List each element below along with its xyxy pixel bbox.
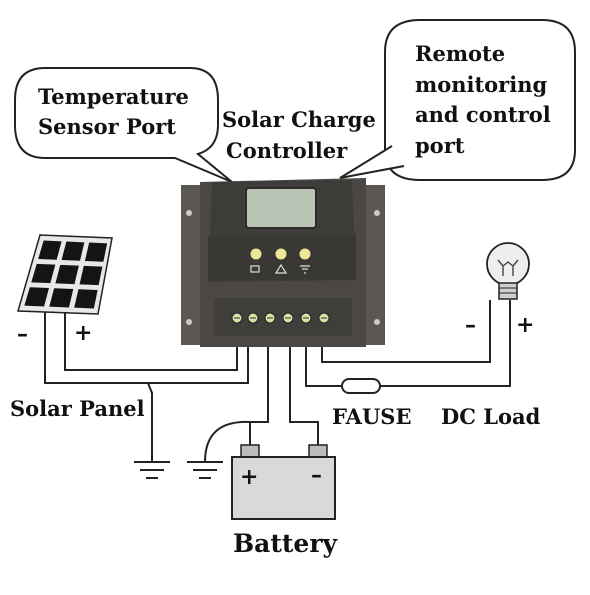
- controller-button-middle: [275, 248, 287, 260]
- solar-minus-sign: –: [17, 321, 28, 347]
- remote-callout-pointer: [339, 145, 405, 179]
- load-wire-negative: [321, 300, 491, 363]
- battery-label: Battery: [233, 529, 339, 558]
- fuse-label: FAUSE: [332, 404, 411, 429]
- solar-panel-label: Solar Panel: [10, 396, 145, 421]
- remote-callout-bubble: [384, 19, 576, 181]
- temperature-callout: Temperature Sensor Port: [14, 67, 233, 183]
- solar-cell: [55, 264, 79, 285]
- battery-icon: + –: [231, 444, 336, 520]
- fuse-icon: [341, 378, 381, 394]
- controller-flange-left: [181, 185, 203, 345]
- controller-icon: [181, 178, 385, 347]
- load-plus-sign: +: [516, 312, 534, 338]
- battery-plus-sign: +: [240, 464, 258, 490]
- battery-terminal-positive: [240, 444, 260, 458]
- load-wire-positive: [305, 300, 511, 387]
- solar-cell: [49, 288, 74, 308]
- wiring: [44, 300, 511, 463]
- solar-cell: [79, 265, 103, 286]
- load-minus-sign: –: [465, 312, 476, 338]
- controller-title-line-1: Solar Charge: [222, 107, 376, 132]
- controller-glyph-square-icon: [250, 265, 260, 273]
- battery-body: [231, 456, 336, 520]
- solar-cell: [24, 287, 50, 307]
- remote-callout-line-2: monitoring: [415, 72, 547, 97]
- battery-wire-negative: [289, 345, 319, 445]
- ground-icon: [187, 461, 223, 479]
- controller-terminals: [231, 312, 330, 324]
- solar-wire-positive: [64, 312, 238, 371]
- bulb-filament: [497, 259, 519, 276]
- remote-callout-line-3: and control: [415, 102, 551, 127]
- temperature-callout-line-2: Sensor Port: [38, 114, 176, 139]
- solar-cell: [61, 241, 85, 261]
- solar-panel-icon: [17, 234, 113, 315]
- solar-cell: [38, 240, 62, 260]
- controller-flange-right: [363, 185, 385, 345]
- solar-ground-wire: [147, 382, 153, 462]
- bulb-base: [498, 282, 518, 300]
- battery-minus-sign: –: [311, 462, 322, 488]
- solar-cell: [74, 289, 98, 309]
- controller-button-right: [299, 248, 311, 260]
- remote-callout-line-1: Remote: [415, 41, 505, 66]
- dc-load-label: DC Load: [441, 404, 541, 429]
- temperature-callout-line-1: Temperature: [38, 84, 189, 109]
- controller-glyph-triangle-icon: [274, 263, 288, 274]
- ground-icon: [134, 461, 170, 479]
- remote-callout-line-4: port: [415, 133, 465, 158]
- controller-glyph-signal-icon: [300, 265, 310, 274]
- remote-callout: Remote monitoring and control port: [339, 19, 576, 181]
- solar-cell: [84, 242, 108, 262]
- solar-wire-negative: [44, 312, 249, 384]
- battery-wire-positive: [249, 345, 269, 445]
- controller-title-line-2: Controller: [226, 138, 348, 163]
- solar-plus-sign: +: [74, 320, 92, 346]
- solar-cell: [31, 263, 56, 284]
- battery-terminal-negative: [308, 444, 328, 458]
- light-bulb-icon: [486, 242, 530, 300]
- controller-button-left: [250, 248, 262, 260]
- battery-ground-wire: [204, 420, 251, 463]
- controller-lcd: [245, 187, 317, 229]
- bulb-glass: [486, 242, 530, 286]
